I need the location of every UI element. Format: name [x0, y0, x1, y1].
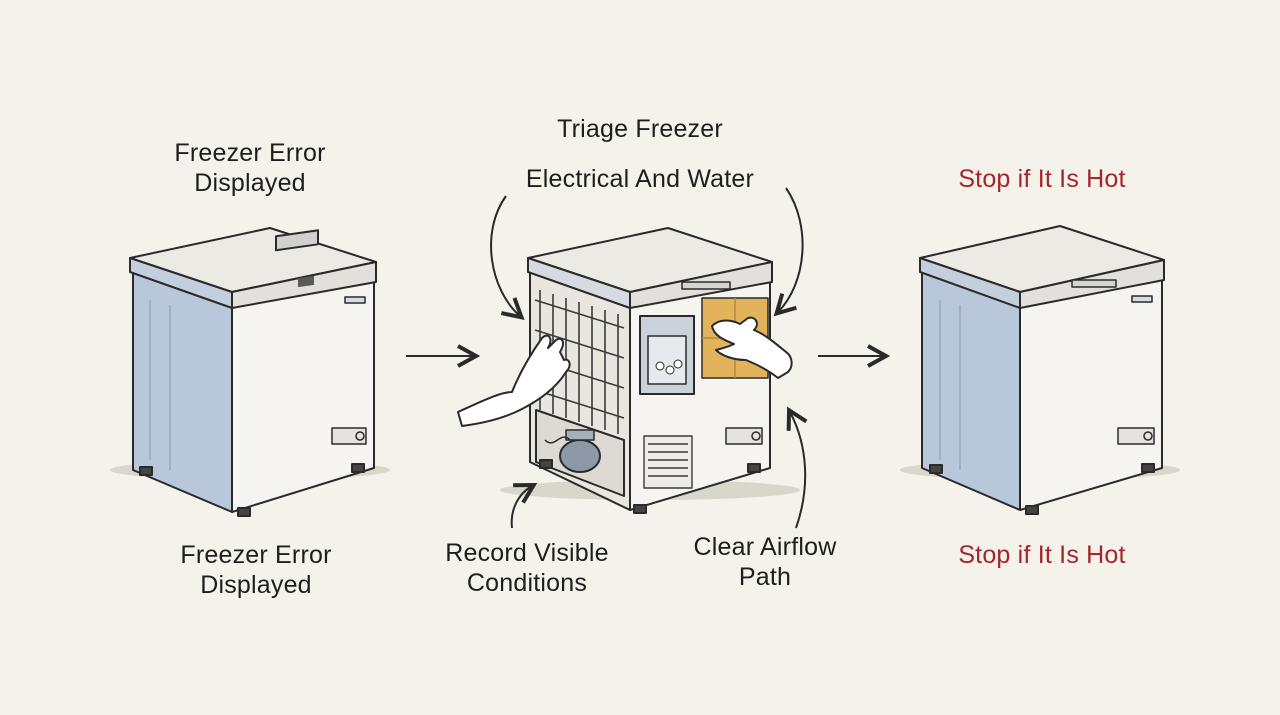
step1-bottom-label: Freezer Error Displayed	[180, 541, 332, 599]
step3-top-label: Stop if It Is Hot	[958, 165, 1126, 193]
callout-arrow-bottom-right	[790, 412, 805, 529]
callout-arrow-top-right	[778, 187, 804, 312]
freezer-right	[900, 225, 1180, 515]
step2-bottom-right-label: Clear Airflow Path	[693, 533, 837, 591]
step1-top-label: Freezer Error Displayed	[174, 139, 326, 197]
hand-left	[457, 334, 571, 427]
callout-arrow-top-left	[490, 195, 520, 316]
diagram-title: Triage Freezer	[557, 115, 723, 143]
hand-right	[711, 316, 793, 379]
callout-arrow-bottom-left	[510, 486, 532, 529]
freezer-left	[110, 227, 390, 517]
step2-bottom-left-label: Record Visible Conditions	[445, 539, 609, 597]
diagram-subtitle: Electrical And Water	[525, 165, 755, 193]
step3-bottom-label: Stop if It Is Hot	[958, 541, 1126, 569]
